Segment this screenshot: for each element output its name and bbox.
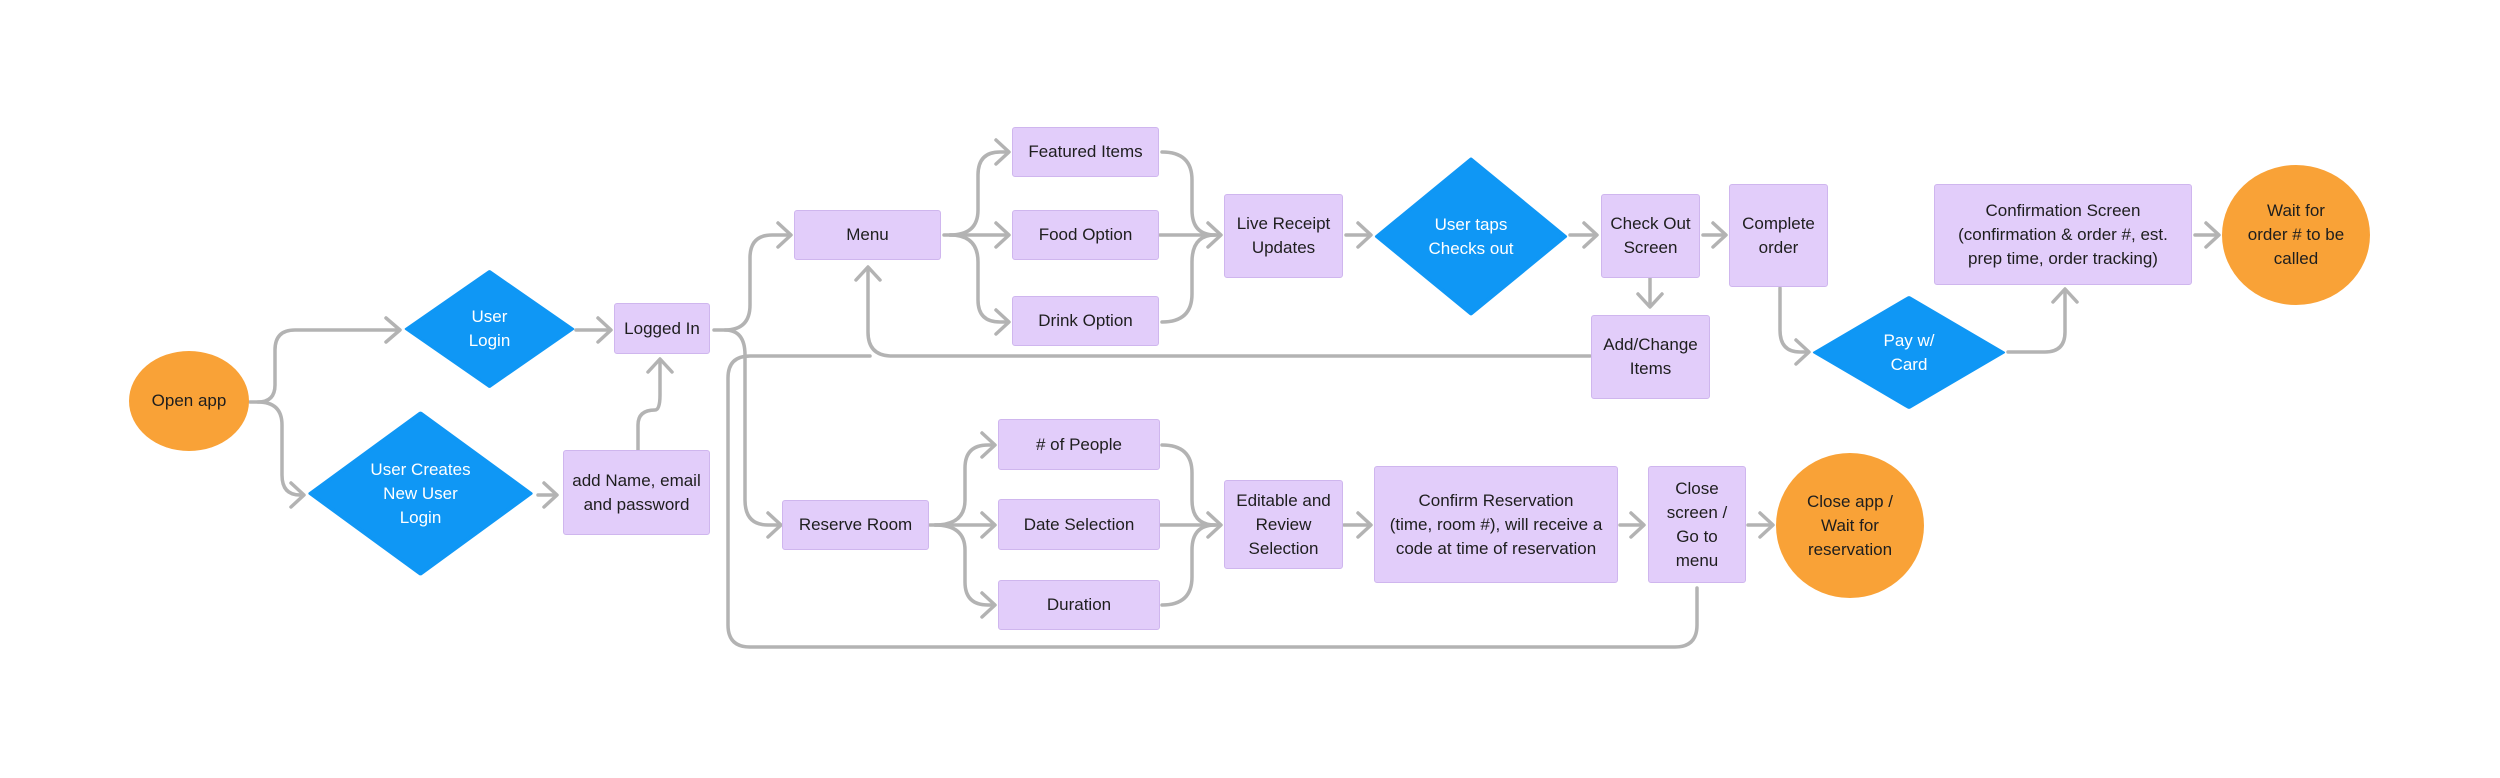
people-label: # of People: [1035, 434, 1122, 454]
featured-items-node: Featured Items: [1012, 127, 1159, 177]
logged-in-label: Logged In: [624, 318, 700, 338]
user-creates-decision: User Creates New User Login: [306, 410, 535, 577]
drink-option-label: Drink Option: [1038, 311, 1133, 330]
drink-option-node: Drink Option: [1012, 296, 1159, 346]
arrowhead: [1356, 511, 1373, 539]
open-app-label: Open app: [151, 391, 227, 410]
arrowhead: [994, 221, 1011, 249]
open-app-node: Open app: [129, 351, 249, 451]
arrowhead: [980, 591, 997, 619]
connector-people-to-editable: [1160, 443, 1217, 527]
reserve-room-label: Reserve Room: [798, 515, 913, 534]
arrowhead: [542, 481, 559, 509]
arrowhead: [776, 221, 793, 249]
connector-open-to-login: [248, 328, 400, 404]
diamond-shape: [1374, 157, 1568, 316]
pay-card-label: Pay w/ Card: [1883, 330, 1935, 374]
live-receipt-node: Live Receipt Updates: [1224, 194, 1343, 278]
arrowhead: [1758, 511, 1775, 539]
duration-label: Duration: [1046, 595, 1112, 614]
date-selection-node: Date Selection: [998, 499, 1160, 550]
menu-node: Menu: [794, 210, 941, 260]
connector-pay-to-confirmation: [2006, 288, 2067, 354]
user-taps-decision: User taps Checks out: [1373, 156, 1569, 317]
pay-card-decision: Pay w/ Card: [1811, 295, 2007, 410]
complete-order-node: Complete order: [1729, 184, 1828, 287]
menu-label: Menu: [846, 225, 889, 244]
diamond-shape: [308, 411, 533, 576]
arrowhead: [2051, 287, 2079, 304]
arrowhead: [1629, 511, 1646, 539]
arrowhead: [854, 265, 882, 282]
arrowhead: [384, 316, 402, 344]
confirm-reservation-label: Confirm Reservation (time, room #), will…: [1389, 490, 1603, 558]
arrowhead: [980, 511, 997, 539]
connector-reserve-to-people: [933, 443, 996, 527]
arrowhead: [646, 357, 674, 374]
add-name-node: add Name, email and password: [563, 450, 710, 535]
connector-complete-to-pay: [1778, 286, 1810, 354]
close-screen-node: Close screen / Go to menu: [1648, 466, 1746, 583]
editable-review-label: Editable and Review Selection: [1236, 490, 1331, 558]
checkout-screen-node: Check Out Screen: [1601, 194, 1700, 278]
reserve-room-node: Reserve Room: [782, 500, 929, 550]
food-option-label: Food Option: [1038, 225, 1133, 244]
people-node: # of People: [998, 419, 1160, 470]
arrowhead: [1206, 511, 1223, 539]
user-creates-label: User Creates New User Login: [370, 459, 471, 527]
close-app-node: Close app / Wait for reservation: [1776, 453, 1924, 598]
food-option-node: Food Option: [1012, 210, 1159, 260]
add-name-label: add Name, email and password: [572, 470, 701, 514]
add-change-items-node: Add/Change Items: [1591, 315, 1710, 399]
connector-drink-to-receipt: [1160, 233, 1217, 324]
wait-order-label: Wait for order # to be called: [2247, 201, 2345, 268]
arrowhead: [1356, 221, 1373, 249]
add-change-items-label: Add/Change Items: [1603, 335, 1698, 378]
arrowhead: [994, 308, 1011, 336]
connector-addchange-to-menu: [866, 266, 1592, 358]
arrowhead: [1636, 292, 1664, 309]
confirmation-screen-label: Confirmation Screen (confirmation & orde…: [1958, 200, 2168, 268]
connector-reserve-to-duration: [933, 523, 996, 607]
connector-close-to-menu-loop: [726, 354, 1699, 649]
user-login-label: User Login: [468, 307, 511, 350]
close-app-label: Close app / Wait for reservation: [1807, 491, 1893, 559]
arrowhead: [1794, 338, 1811, 366]
arrowhead: [766, 511, 783, 539]
checkout-screen-label: Check Out Screen: [1610, 214, 1691, 257]
diamond-shape: [404, 270, 575, 388]
arrowhead: [1711, 221, 1728, 249]
arrowhead: [994, 138, 1011, 166]
wait-order-node: Wait for order # to be called: [2222, 165, 2370, 305]
logged-in-node: Logged In: [614, 303, 710, 354]
close-screen-label: Close screen / Go to menu: [1666, 478, 1728, 570]
arrowhead: [289, 481, 306, 509]
user-taps-label: User taps Checks out: [1428, 214, 1514, 258]
connector-logged-to-menu: [712, 233, 792, 332]
duration-node: Duration: [998, 580, 1160, 630]
connector-logged-to-reserve: [723, 328, 782, 527]
connector-menu-to-featured: [948, 150, 1010, 237]
connector-menu-to-drink: [948, 233, 1010, 324]
diamond-shape: [1812, 296, 2006, 409]
confirmation-screen-node: Confirmation Screen (confirmation & orde…: [1934, 184, 2192, 285]
arrowhead: [980, 431, 997, 459]
connector-featured-to-receipt: [1160, 150, 1217, 237]
connector-open-to-create: [256, 400, 305, 497]
user-login-decision: User Login: [403, 269, 576, 389]
connector-add-to-logged: [636, 358, 662, 452]
featured-items-label: Featured Items: [1028, 142, 1143, 161]
complete-order-label: Complete order: [1742, 213, 1815, 257]
date-selection-label: Date Selection: [1023, 514, 1135, 534]
arrowhead: [1582, 221, 1599, 249]
connector-duration-to-editable: [1160, 523, 1217, 607]
editable-review-node: Editable and Review Selection: [1224, 480, 1343, 569]
live-receipt-label: Live Receipt Updates: [1236, 214, 1331, 257]
arrowhead: [2204, 221, 2221, 249]
arrowhead: [596, 316, 613, 344]
arrowhead: [1206, 221, 1223, 249]
confirm-reservation-node: Confirm Reservation (time, room #), will…: [1374, 466, 1618, 583]
